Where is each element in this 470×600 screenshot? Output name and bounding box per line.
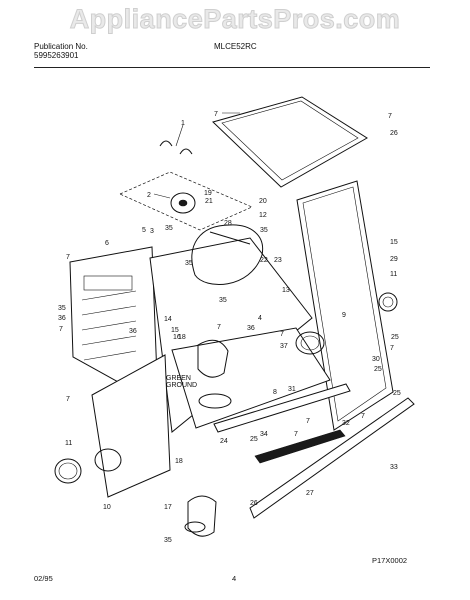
callout-7: 7 (66, 254, 70, 261)
drive-belt (191, 224, 264, 285)
callout-13: 13 (282, 287, 290, 294)
watermark-logo: AppliancePartsPros.com (69, 4, 401, 35)
callout-19: 19 (204, 190, 212, 197)
callout-26: 26 (250, 500, 258, 507)
figure-code: P17X0002 (372, 556, 408, 565)
footer-date: 02/95 (34, 574, 53, 583)
callout-18: 18 (178, 334, 186, 341)
callout-31: 31 (288, 386, 296, 393)
callout-7: 7 (294, 431, 298, 438)
callout-15: 15 (171, 327, 179, 334)
vent-duct (184, 339, 229, 537)
header-rule (34, 67, 430, 68)
motor-assembly (119, 140, 253, 231)
callout-35: 35 (58, 305, 66, 312)
callout-25: 25 (391, 334, 399, 341)
front-bulkhead (69, 246, 159, 405)
callout-36: 36 (58, 315, 66, 322)
callout-7: 7 (66, 396, 70, 403)
toe-kick (213, 383, 415, 519)
callout-14: 14 (164, 316, 172, 323)
callout-37: 37 (280, 343, 288, 350)
callout-33: 33 (390, 464, 398, 471)
ground-label: GREEN GROUND (166, 375, 197, 389)
callout-29: 29 (390, 256, 398, 263)
callout-35: 35 (260, 227, 268, 234)
callout-35: 35 (185, 260, 193, 267)
callout-16: 16 (173, 334, 181, 341)
callout-35: 35 (165, 225, 173, 232)
ground-label-line1: GREEN (166, 375, 191, 382)
callout-21: 21 (205, 198, 213, 205)
callout-7: 7 (280, 331, 284, 338)
callout-17: 17 (164, 504, 172, 511)
callout-30: 30 (372, 356, 380, 363)
callout-25: 25 (393, 390, 401, 397)
callout-7: 7 (388, 113, 392, 120)
callout-3: 3 (150, 228, 154, 235)
callout-7: 7 (214, 111, 218, 118)
footer-page: 4 (232, 574, 237, 583)
callout-25: 25 (374, 366, 382, 373)
part-callouts: 1 2 3 4 5 6 7 7 7 7 7 7 7 7 7 7 7 8 9 10… (58, 111, 401, 544)
publication-label: Publication No. (34, 42, 88, 51)
callout-7: 7 (306, 418, 310, 425)
callout-25: 25 (250, 436, 258, 443)
publication-number: 5995263901 (34, 51, 79, 60)
callout-35: 35 (219, 297, 227, 304)
callout-7: 7 (390, 345, 394, 352)
right-side-panel (296, 180, 398, 431)
callout-36: 36 (129, 328, 137, 335)
callout-8: 8 (273, 389, 277, 396)
callout-7: 7 (59, 326, 63, 333)
callout-6: 6 (105, 240, 109, 247)
callout-10: 10 (103, 504, 111, 511)
cabinet-base (149, 237, 331, 433)
callout-9: 9 (342, 312, 346, 319)
callout-24: 24 (220, 438, 228, 445)
callout-2: 2 (147, 192, 151, 199)
callout-1: 1 (181, 120, 185, 127)
callout-20: 20 (259, 198, 267, 205)
callout-34: 34 (260, 431, 268, 438)
callout-11: 11 (390, 271, 397, 278)
callout-4: 4 (258, 315, 262, 322)
callout-12: 12 (259, 212, 267, 219)
callout-7: 7 (217, 324, 221, 331)
callout-23: 23 (274, 257, 282, 264)
callout-5: 5 (142, 227, 146, 234)
callout-15: 15 (390, 239, 398, 246)
callout-35: 35 (164, 537, 172, 544)
top-panel (212, 96, 368, 188)
callout-7: 7 (361, 413, 365, 420)
callout-22: 22 (260, 257, 268, 264)
callout-27: 27 (306, 490, 314, 497)
callout-18: 18 (175, 458, 183, 465)
callout-32: 32 (342, 420, 350, 427)
model-number: MLCE52RC (214, 42, 257, 51)
callout-11: 11 (65, 440, 72, 447)
ground-label-line2: GROUND (166, 382, 197, 389)
callout-28: 28 (224, 220, 232, 227)
callout-26: 26 (390, 130, 398, 137)
front-panel-lower (54, 354, 171, 498)
callout-36: 36 (247, 325, 255, 332)
